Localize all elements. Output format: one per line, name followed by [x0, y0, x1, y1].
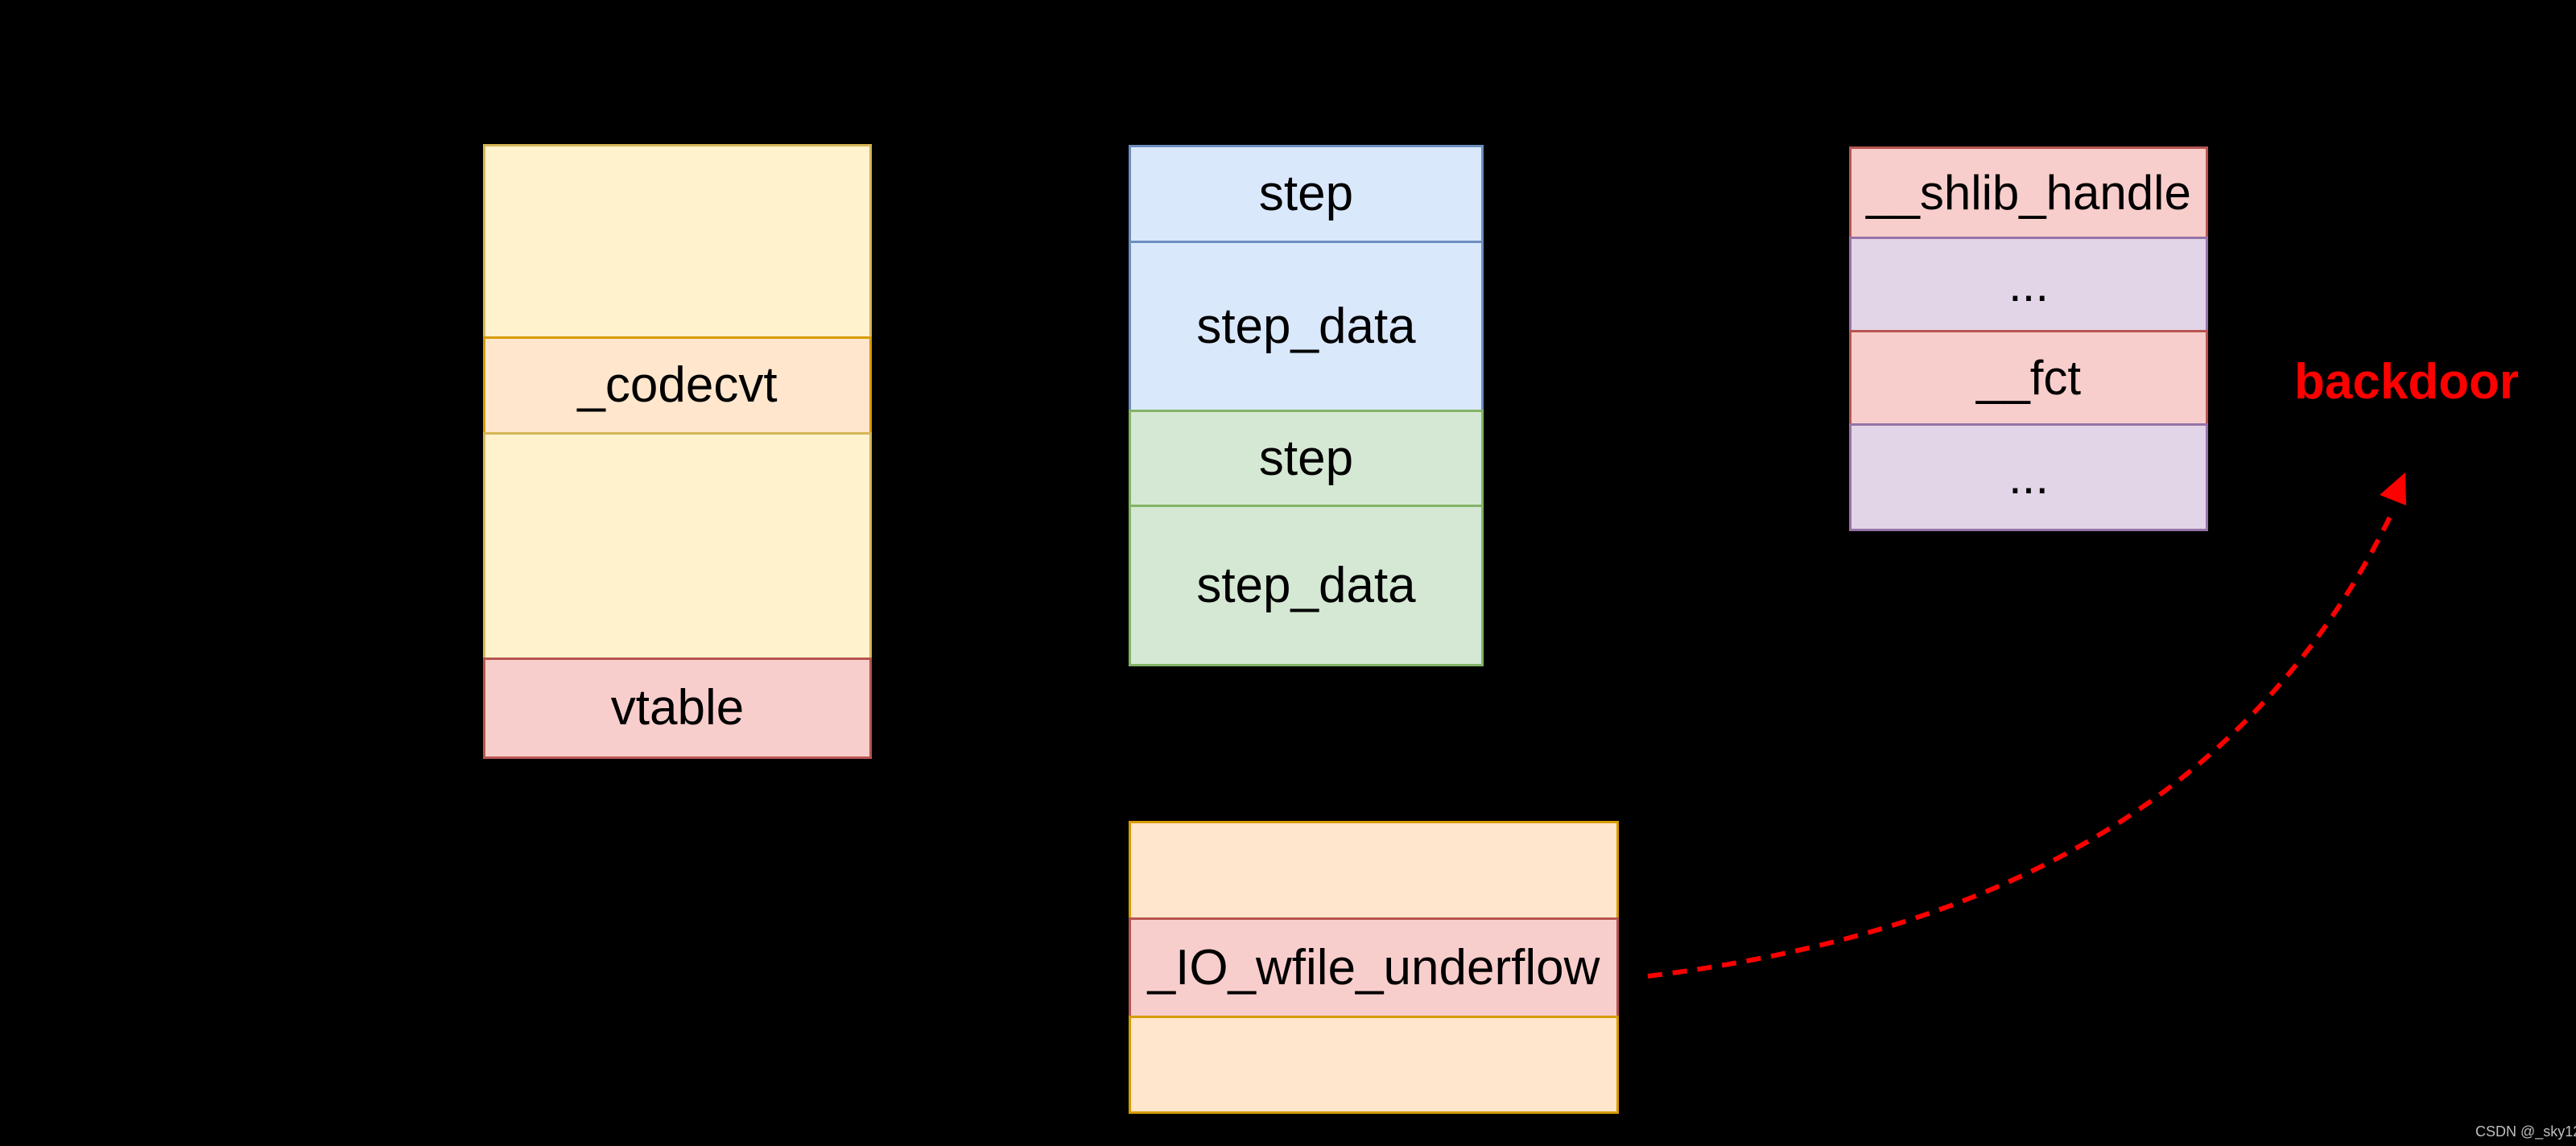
- gconv-step-box: __shlib_handle ... __fct ...: [1849, 146, 2208, 531]
- wide-vtable-row-wfile-underflow: _IO_wfile_underflow: [1129, 917, 1619, 1018]
- backdoor-arrowhead-icon: [2380, 472, 2406, 505]
- file-struct-row-vtable: vtable: [483, 658, 872, 759]
- gconv-row-dots-2: ...: [1849, 423, 2208, 531]
- codecvt-row-step-data-2: step_data: [1129, 505, 1484, 666]
- file-struct-box: _codecvt vtable: [483, 144, 872, 759]
- codecvt-struct-box: step step_data step step_data: [1129, 145, 1484, 666]
- codecvt-row-step-data-1: step_data: [1129, 241, 1484, 412]
- file-struct-row-codecvt: _codecvt: [483, 336, 872, 435]
- gconv-row-fct: __fct: [1849, 330, 2208, 426]
- file-struct-row-empty-top: [483, 144, 872, 339]
- backdoor-label: backdoor: [2294, 354, 2520, 410]
- gconv-row-dots-1: ...: [1849, 237, 2208, 332]
- file-struct-row-empty-middle: [483, 432, 872, 660]
- codecvt-row-step-2: step: [1129, 410, 1484, 507]
- codecvt-row-step-1: step: [1129, 145, 1484, 243]
- watermark: CSDN @_sky123_: [2475, 1123, 2576, 1140]
- wide-vtable-row-empty-bottom: [1129, 1016, 1619, 1114]
- wide-vtable-row-empty-top: [1129, 821, 1619, 920]
- wide-vtable-box: _IO_wfile_underflow: [1129, 821, 1619, 1114]
- gconv-row-shlib-handle: __shlib_handle: [1849, 146, 2208, 239]
- backdoor-arrow-curve: [1647, 513, 2393, 979]
